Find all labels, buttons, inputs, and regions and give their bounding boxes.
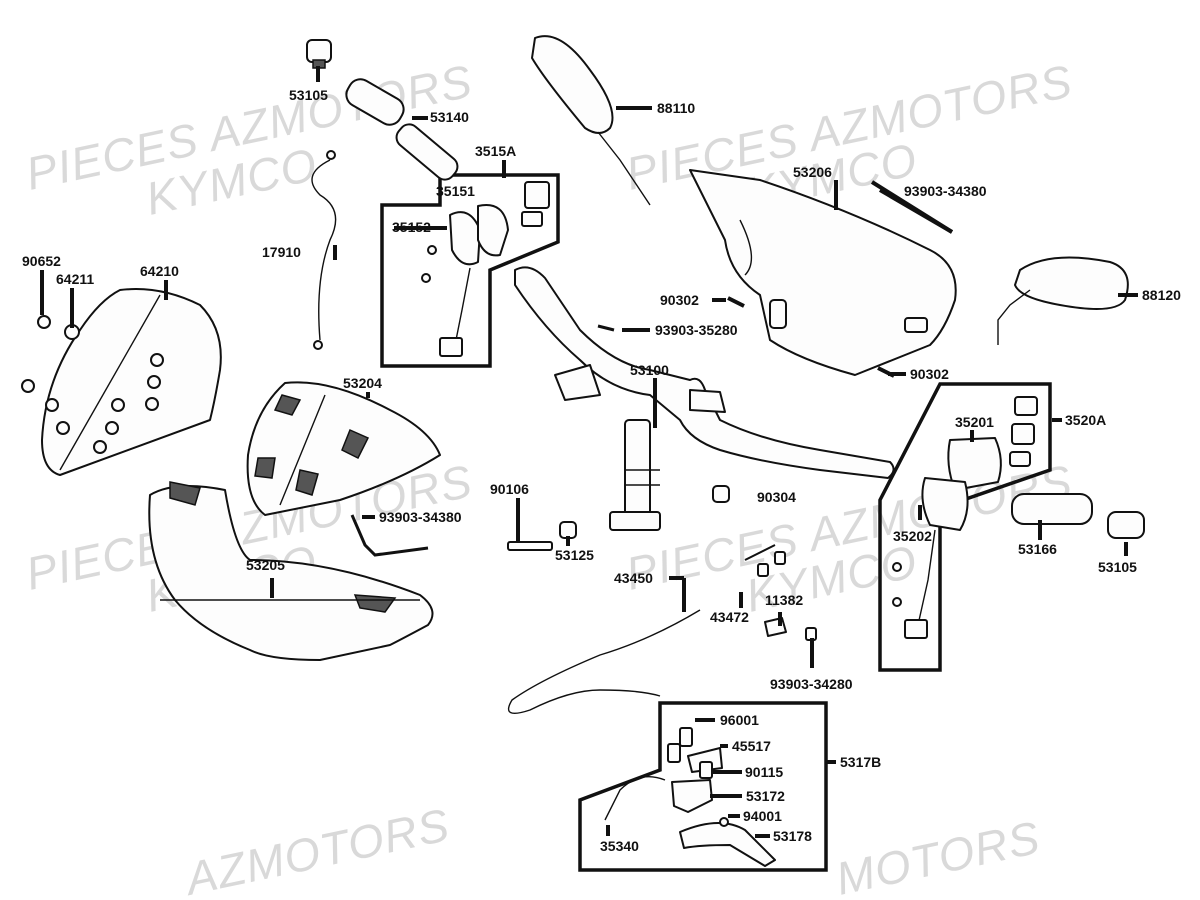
part-label-53178: 53178 bbox=[773, 828, 812, 844]
left-switch-housing bbox=[421, 181, 550, 357]
part-label-35151: 35151 bbox=[436, 183, 475, 199]
assembly-box-5317B bbox=[578, 701, 828, 872]
part-label-93903-34280: 93903-34280 bbox=[770, 676, 853, 692]
part-label-53105: 53105 bbox=[289, 87, 328, 103]
part-label-90302: 90302 bbox=[660, 292, 699, 308]
bar-end-weight-left bbox=[306, 39, 332, 69]
brake-lever-assembly bbox=[604, 727, 776, 867]
handlebar bbox=[514, 266, 895, 531]
bolt-90106 bbox=[507, 541, 553, 551]
part-label-11382: 11382 bbox=[765, 592, 803, 608]
part-label-43472: 43472 bbox=[710, 609, 749, 625]
mirror-right bbox=[997, 256, 1129, 345]
bar-end-weight-right bbox=[1107, 511, 1145, 539]
part-label-93903-34380: 93903-34380 bbox=[904, 183, 987, 199]
part-label-53206: 53206 bbox=[793, 164, 832, 180]
leader-lines bbox=[40, 66, 1138, 838]
part-label-90106: 90106 bbox=[490, 481, 529, 497]
part-label-90304: 90304 bbox=[757, 489, 796, 505]
part-label-64210: 64210 bbox=[140, 263, 179, 279]
part-label-90302: 90302 bbox=[910, 366, 949, 382]
collar-53125 bbox=[559, 521, 577, 539]
part-label-53140: 53140 bbox=[430, 109, 469, 125]
watermark-layer: PIECES AZMOTORS KYMCO PIECES AZMOTORS KY… bbox=[21, 54, 1077, 900]
part-label-93903-34380: 93903-34380 bbox=[379, 509, 462, 525]
part-label-53100: 53100 bbox=[630, 362, 669, 378]
part-label-88120: 88120 bbox=[1142, 287, 1181, 303]
part-label-96001: 96001 bbox=[720, 712, 759, 728]
front-upper-cover bbox=[246, 381, 441, 516]
part-label-53204: 53204 bbox=[343, 375, 382, 391]
long-screw-mid bbox=[350, 514, 429, 557]
watermark: MOTORS bbox=[831, 811, 1044, 900]
brake-cable bbox=[507, 544, 817, 714]
nut-90304 bbox=[712, 485, 730, 503]
right-grip bbox=[1011, 493, 1093, 525]
part-label-35152: 35152 bbox=[392, 219, 431, 235]
rear-handlebar-cover bbox=[689, 169, 957, 376]
part-label-53105: 53105 bbox=[1098, 559, 1137, 575]
watermark: AZMOTORS bbox=[178, 798, 454, 900]
part-label-94001: 94001 bbox=[743, 808, 782, 824]
part-label-53166: 53166 bbox=[1018, 541, 1057, 557]
part-label-35340: 35340 bbox=[600, 838, 639, 854]
assembly-box-3515A bbox=[380, 173, 560, 368]
part-label-45517: 45517 bbox=[732, 738, 771, 754]
throttle-cable bbox=[311, 150, 337, 350]
part-label-3515A: 3515A bbox=[475, 143, 516, 159]
right-switch-housing bbox=[892, 396, 1038, 639]
part-label-93903-35280: 93903-35280 bbox=[655, 322, 738, 338]
mirror-left bbox=[531, 35, 651, 206]
part-label-53125: 53125 bbox=[555, 547, 594, 563]
part-label-90652: 90652 bbox=[22, 253, 61, 269]
part-label-64211: 64211 bbox=[56, 271, 94, 287]
part-label-35202: 35202 bbox=[893, 528, 932, 544]
part-label-17910: 17910 bbox=[262, 244, 301, 260]
part-label-5317B: 5317B bbox=[840, 754, 881, 770]
part-label-53172: 53172 bbox=[746, 788, 785, 804]
part-number-labels: 53105 53140 88110 3515A 35151 35152 1791… bbox=[22, 87, 1181, 854]
part-label-43450: 43450 bbox=[614, 570, 653, 586]
throttle-grip bbox=[345, 78, 459, 181]
part-label-53205: 53205 bbox=[246, 557, 285, 573]
part-label-3520A: 3520A bbox=[1065, 412, 1106, 428]
part-label-35201: 35201 bbox=[955, 414, 994, 430]
assembly-box-3520A bbox=[878, 382, 1052, 672]
front-lower-cover bbox=[148, 481, 434, 661]
part-label-90115: 90115 bbox=[745, 764, 783, 780]
windscreen bbox=[41, 288, 222, 476]
part-label-88110: 88110 bbox=[657, 100, 695, 116]
